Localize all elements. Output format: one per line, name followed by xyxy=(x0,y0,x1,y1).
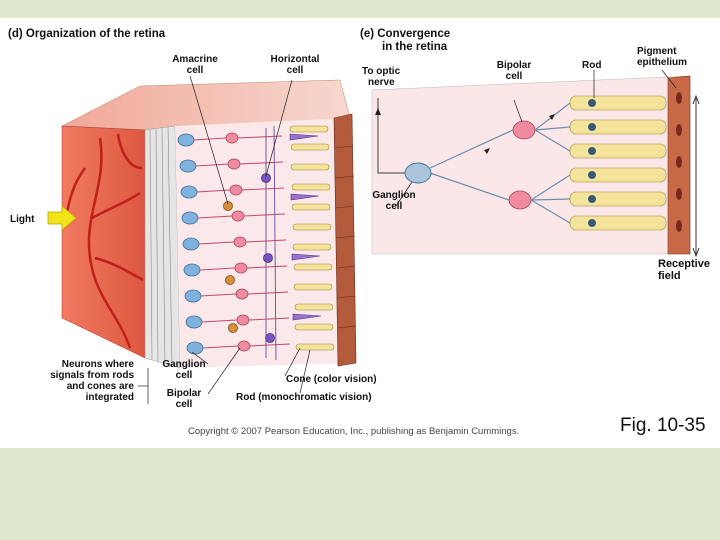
panel-d-title: (d) Organization of the retina xyxy=(8,28,166,40)
bipolar-cell-label-e: Bipolar cell xyxy=(486,60,542,82)
copyright-notice: Copyright © 2007 Pearson Education, Inc.… xyxy=(188,426,520,437)
label-line: Receptive xyxy=(658,258,710,270)
nerve-fibers xyxy=(149,126,173,367)
label-line: Ganglion xyxy=(372,190,416,201)
pigment-epithelium xyxy=(333,113,357,367)
panel-e-title: (e) Convergence in the retina xyxy=(360,28,450,54)
title-line: in the retina xyxy=(382,41,448,53)
label-line: signals from rods xyxy=(50,370,134,381)
neurons-label: Neurons where signals from rods and cone… xyxy=(26,359,134,403)
cell-connections xyxy=(193,135,291,349)
label-line: integrated xyxy=(85,392,134,403)
cone-label: Cone (color vision) xyxy=(286,374,377,385)
label-line: Horizontal xyxy=(270,54,320,65)
title-line: (e) Convergence xyxy=(360,28,451,40)
ganglion-cell-label-e: Ganglion cell xyxy=(366,190,422,212)
label-line: Amacrine xyxy=(172,54,218,65)
neural-layers xyxy=(175,118,352,368)
amacrine-cell-label: Amacrine cell xyxy=(160,54,230,76)
label-line: Bipolar xyxy=(496,60,532,71)
label-line: cell xyxy=(505,71,523,82)
label-line: Ganglion xyxy=(162,359,206,370)
label-line: cell xyxy=(186,65,204,76)
bipolar-cell-label: Bipolar cell xyxy=(152,388,216,410)
receptive-field-label: Receptive field xyxy=(658,258,710,282)
cones xyxy=(289,133,322,321)
ganglion-cell-label: Ganglion cell xyxy=(152,359,216,381)
label-line: and cones are xyxy=(66,381,134,392)
label-line: Pigment xyxy=(637,46,677,57)
leader-lines-d xyxy=(138,75,311,404)
light-label: Light xyxy=(10,214,35,225)
label-line: epithelium xyxy=(637,57,688,68)
label-line: To optic xyxy=(362,66,401,77)
label-line: cell xyxy=(175,399,193,410)
label-line: cell xyxy=(385,201,403,212)
retina-front-face xyxy=(61,125,146,359)
label-line: Bipolar xyxy=(166,388,202,399)
slide-panel: (d) Organization of the retina Amacrine … xyxy=(0,18,720,448)
label-line: nerve xyxy=(368,77,395,88)
pigment-epithelium-label: Pigment epithelium xyxy=(637,46,687,68)
light-arrow xyxy=(47,205,77,231)
rod-label-e: Rod xyxy=(582,60,602,71)
label-line: Neurons where xyxy=(61,359,134,370)
horizontal-processes xyxy=(265,125,277,361)
rods xyxy=(289,125,335,351)
label-line: cell xyxy=(175,370,193,381)
bipolar-cells xyxy=(225,132,251,352)
amacrine-cells xyxy=(223,201,238,333)
label-line: field xyxy=(658,270,681,282)
optic-nerve-label: To optic nerve xyxy=(362,66,400,88)
epithelium-cells xyxy=(334,145,357,329)
convergence-diagram xyxy=(371,69,700,258)
retina-diagram xyxy=(47,69,700,404)
label-line: cell xyxy=(286,65,304,76)
horizontal-cell-label: Horizontal cell xyxy=(258,54,332,76)
rod-label-d: Rod (monochromatic vision) xyxy=(236,392,372,403)
figure-number: Fig. 10-35 xyxy=(620,415,706,436)
